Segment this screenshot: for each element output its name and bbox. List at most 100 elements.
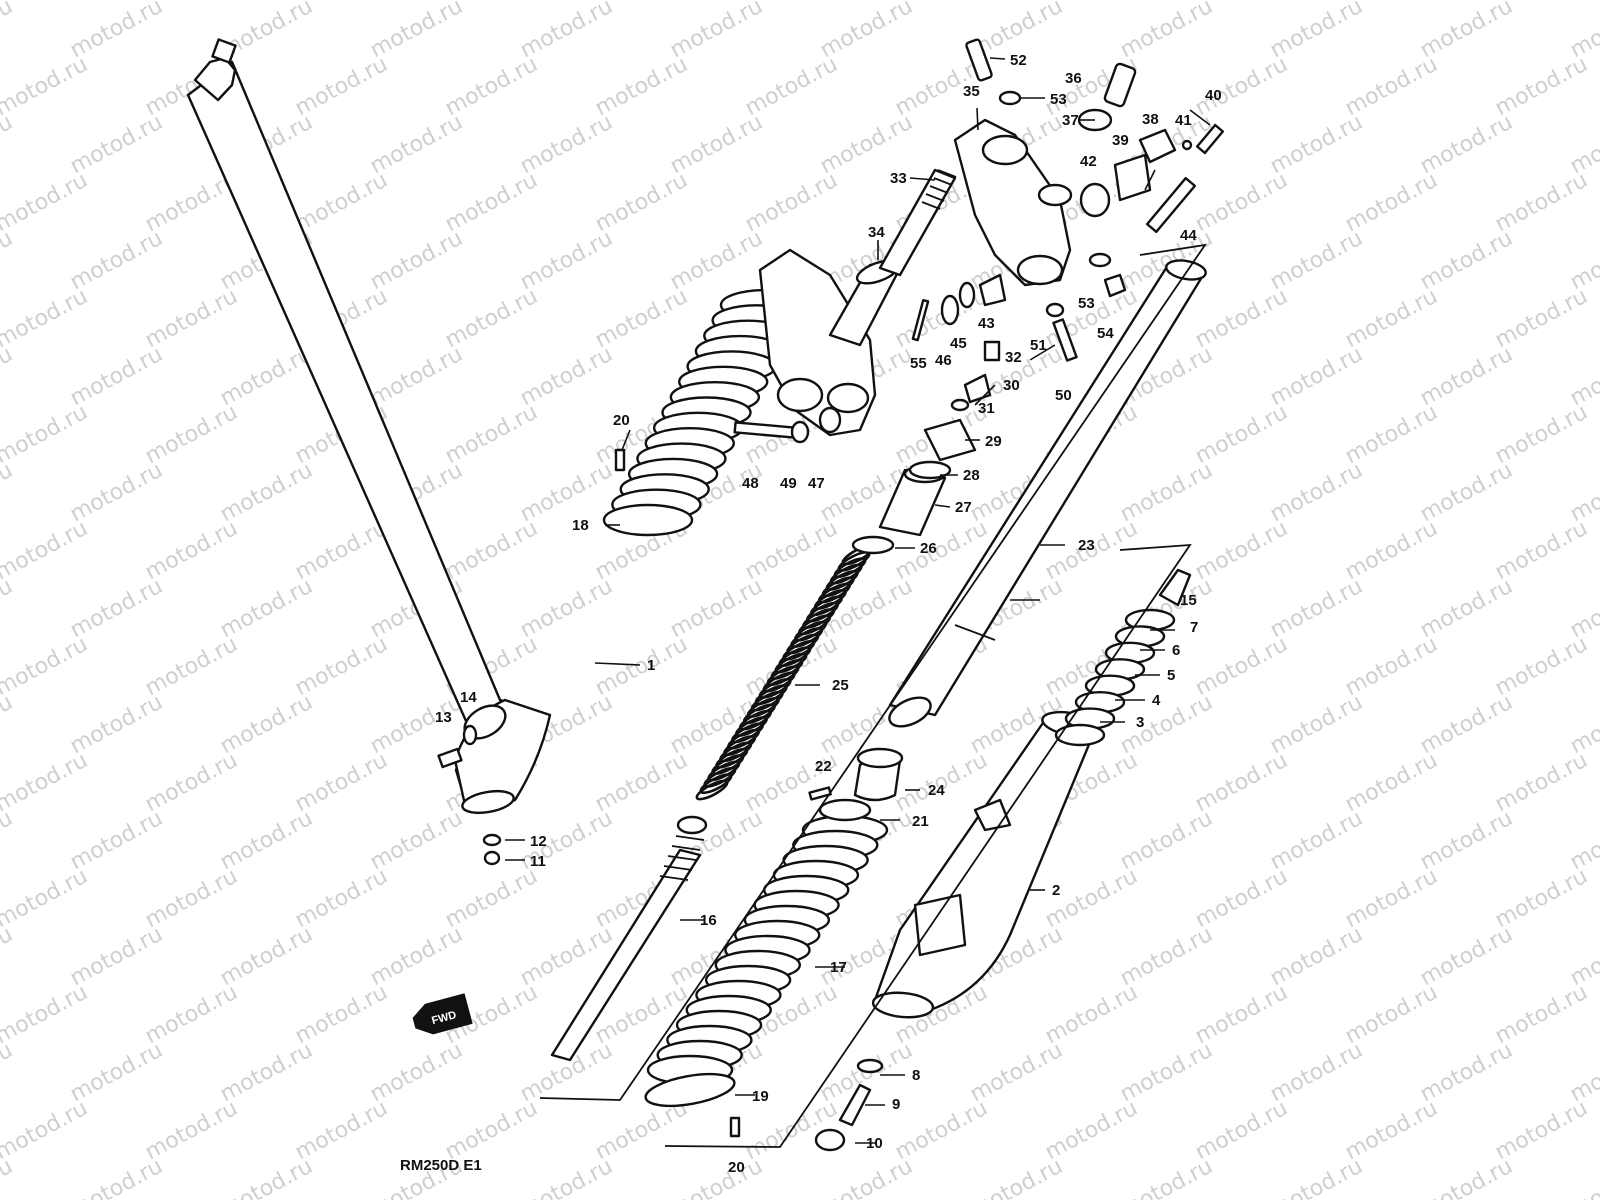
watermark-text: motod.ru bbox=[1566, 574, 1600, 643]
callout-30: 30 bbox=[1003, 377, 1020, 394]
callout-12: 12 bbox=[530, 833, 547, 850]
bolt-36 bbox=[1103, 62, 1137, 108]
washer-53-low bbox=[1088, 252, 1112, 268]
watermark-text: motod.ru bbox=[1416, 110, 1517, 179]
watermark-text: motod.ru bbox=[591, 168, 692, 237]
watermark-text: motod.ru bbox=[1341, 748, 1442, 817]
bolt-44 bbox=[1145, 176, 1197, 234]
watermark-text: motod.ru bbox=[441, 516, 542, 585]
watermark-text: motod.ru bbox=[1341, 400, 1442, 469]
watermark-text: motod.ru bbox=[441, 400, 542, 469]
watermark-text: motod.ru bbox=[1491, 516, 1592, 585]
watermark-text: motod.ru bbox=[66, 458, 167, 527]
watermark-text: motod.ru bbox=[141, 748, 242, 817]
watermark-text: motod.ru bbox=[1191, 516, 1292, 585]
fork-top-cap-nut bbox=[211, 38, 237, 64]
washer-31 bbox=[950, 398, 970, 412]
bolt-9 bbox=[838, 1083, 872, 1127]
watermark-text: motod.ru bbox=[966, 1154, 1067, 1200]
callout-37: 37 bbox=[1062, 112, 1079, 129]
watermark-text: motod.ru bbox=[1041, 980, 1142, 1049]
watermark-text: motod.ru bbox=[66, 690, 167, 759]
screw-20-bottom bbox=[729, 1116, 741, 1138]
watermark-text: motod.ru bbox=[66, 574, 167, 643]
watermark-text: motod.ru bbox=[591, 52, 692, 121]
watermark-text: motod.ru bbox=[1341, 284, 1442, 353]
damper-ring bbox=[1054, 723, 1106, 747]
watermark-text: motod.ru bbox=[666, 226, 767, 295]
callout-39: 39 bbox=[1112, 132, 1129, 149]
callout-4: 4 bbox=[1152, 692, 1161, 709]
watermark-text: motod.ru bbox=[216, 1038, 317, 1107]
watermark-text: motod.ru bbox=[441, 864, 542, 933]
watermark-text: motod.ru bbox=[1566, 1154, 1600, 1200]
callout-41: 41 bbox=[1175, 112, 1192, 129]
screw-22 bbox=[808, 786, 832, 801]
callout-35: 35 bbox=[963, 83, 980, 100]
watermark-text: motod.ru bbox=[0, 1154, 17, 1200]
callout-42: 42 bbox=[1080, 153, 1097, 170]
top-bracket-hole-a bbox=[981, 134, 1029, 166]
watermark-text: motod.ru bbox=[1416, 1038, 1517, 1107]
callout-8: 8 bbox=[912, 1067, 920, 1084]
watermark-text: motod.ru bbox=[1266, 806, 1367, 875]
callout-27: 27 bbox=[955, 499, 972, 516]
watermark-text: motod.ru bbox=[291, 632, 392, 701]
watermark-text: motod.ru bbox=[1191, 748, 1292, 817]
watermark-text: motod.ru bbox=[1341, 52, 1442, 121]
watermark-text: motod.ru bbox=[1566, 110, 1600, 179]
damper-rod-top-15 bbox=[1158, 568, 1192, 607]
watermark-text: motod.ru bbox=[0, 748, 92, 817]
callout-29: 29 bbox=[985, 433, 1002, 450]
leg-bottom-1 bbox=[461, 789, 515, 815]
top-bracket-hole-b bbox=[1016, 254, 1064, 286]
watermark-text: motod.ru bbox=[1491, 1096, 1592, 1165]
callout-38: 38 bbox=[1142, 111, 1159, 128]
callout-2: 2 bbox=[1052, 882, 1060, 899]
watermark-text: motod.ru bbox=[66, 922, 167, 991]
watermark-text: motod.ru bbox=[1566, 458, 1600, 527]
watermark-text: motod.ru bbox=[891, 1096, 992, 1165]
callout-34: 34 bbox=[868, 224, 885, 241]
watermark-text: motod.ru bbox=[216, 1154, 317, 1200]
washer-51 bbox=[1045, 302, 1065, 318]
callout-49: 49 bbox=[780, 475, 797, 492]
top-bracket-35 bbox=[953, 118, 1072, 287]
callout-18: 18 bbox=[572, 517, 589, 534]
callout-labels: 1 2 3 4 5 6 7 8 9 10 11 12 13 14 15 16 1… bbox=[435, 52, 1222, 1176]
watermark-text: motod.ru bbox=[291, 516, 392, 585]
callout-25: 25 bbox=[832, 677, 849, 694]
watermark-text: motod.ru bbox=[591, 284, 692, 353]
watermark-text: motod.ru bbox=[1416, 226, 1517, 295]
watermark-text: motod.ru bbox=[0, 0, 17, 63]
watermark-text: motod.ru bbox=[141, 284, 242, 353]
watermark-text: motod.ru bbox=[1266, 226, 1367, 295]
watermark-text: motod.ru bbox=[816, 110, 917, 179]
bushing-24-top bbox=[856, 747, 904, 769]
watermark-text: motod.ru bbox=[291, 1096, 392, 1165]
callout-45: 45 bbox=[950, 335, 967, 352]
fork-spring-25 bbox=[695, 544, 875, 801]
hardware bbox=[437, 38, 1225, 1152]
watermark-text: motod.ru bbox=[66, 806, 167, 875]
callout-22: 22 bbox=[815, 758, 832, 775]
watermark-text: motod.ru bbox=[1266, 342, 1367, 411]
watermark-text: motod.ru bbox=[0, 168, 92, 237]
watermark-text: motod.ru bbox=[0, 284, 92, 353]
watermark-text: motod.ru bbox=[1341, 516, 1442, 585]
watermark-text: motod.ru bbox=[0, 632, 92, 701]
washer-49 bbox=[790, 420, 810, 444]
watermark-text: motod.ru bbox=[0, 1038, 17, 1107]
watermark-text: motod.ru bbox=[0, 516, 92, 585]
outer-leg-2-bottom bbox=[871, 991, 935, 1019]
bolt-10 bbox=[814, 1128, 846, 1152]
spring-seat-26 bbox=[851, 535, 895, 555]
watermark-text: motod.ru bbox=[66, 110, 167, 179]
callout-54: 54 bbox=[1097, 325, 1114, 342]
watermark-text: motod.ru bbox=[216, 458, 317, 527]
watermark-text: motod.ru bbox=[516, 1154, 617, 1200]
washer-14 bbox=[462, 724, 478, 746]
watermark-text: motod.ru bbox=[0, 574, 17, 643]
callout-17: 17 bbox=[830, 959, 847, 976]
watermark-text: motod.ru bbox=[591, 632, 692, 701]
